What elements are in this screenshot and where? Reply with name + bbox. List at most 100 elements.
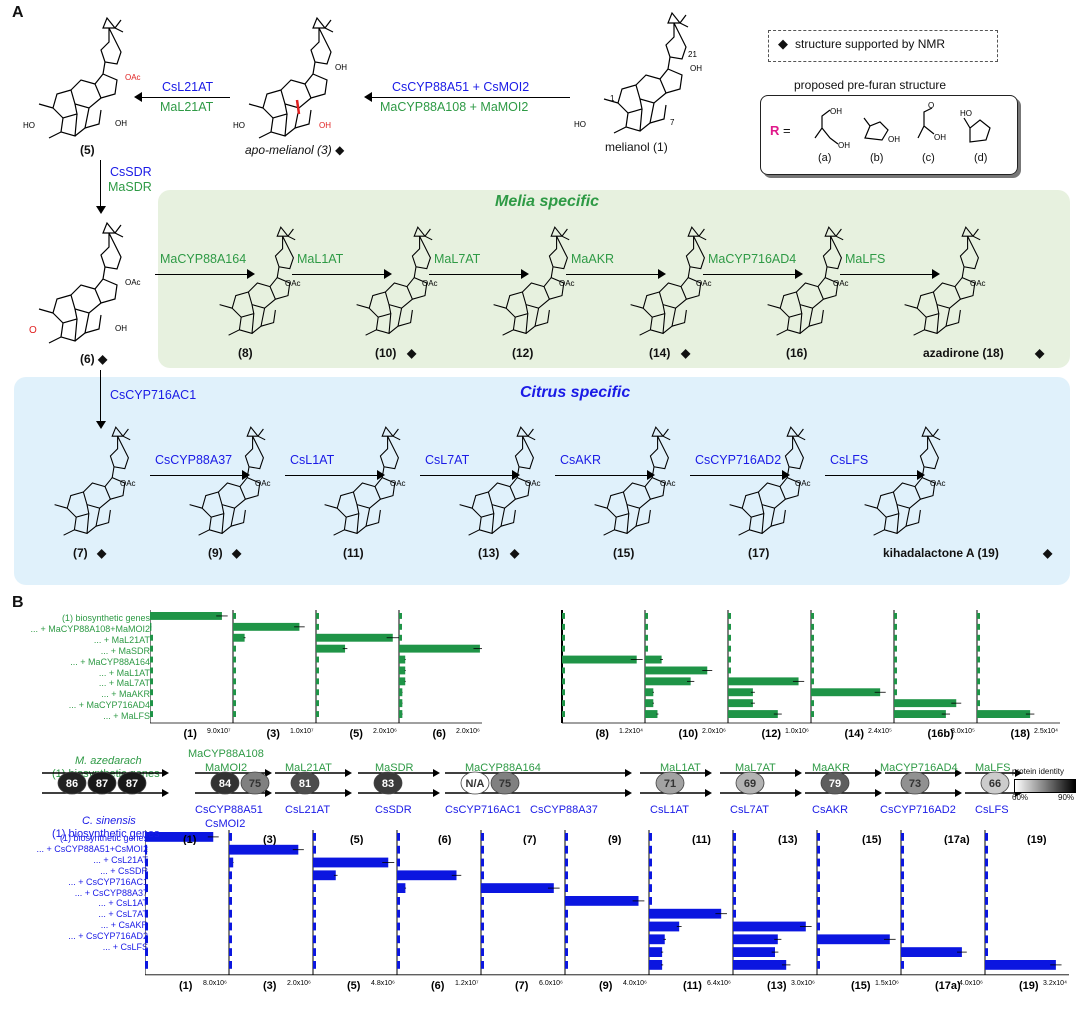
identity-circle-13 [980,771,1010,795]
svg-text:OAc: OAc [285,279,301,288]
citrus-axis-label-8: (15) [851,980,871,992]
citrus-panel-5: (9)4.0x10⁶ [564,830,649,992]
melia-axis-label-3: (6) [433,728,447,740]
citrus-bar-10-5 [985,897,988,905]
mid-compound-1: (3) [263,834,277,845]
citrus-bar-5-9 [565,948,568,956]
arrow-5-to-6 [100,160,101,210]
citrus-molecule-5: OAc [729,426,811,536]
identity-value-9: 71 [664,778,676,790]
arrow-6-to-7 [100,370,101,425]
melia-bar-4-4 [562,655,637,664]
melia-bar-1-1 [233,622,300,631]
melia-arrowhead-4 [795,269,803,279]
svg-text:OH: OH [115,324,127,333]
melia-bar-4-7 [562,689,565,696]
citrus-bar-2-5 [313,897,316,905]
citrus-molecule-1: OAc [189,426,271,536]
citrus-bar-9-3 [901,871,904,880]
identity-value-8: 75 [499,778,511,790]
identity-value-3: 84 [219,778,232,790]
citrus-gene-row-5: ... + CsCYP88A37 [74,887,148,898]
citrus-bar-4-2 [481,858,484,867]
melia-bar-6-7 [728,688,753,697]
melia-enzyme-0: MaCYP88A164 [160,252,247,266]
melia-bar-7-9 [811,711,814,717]
legend-option-a: (a) [818,152,832,164]
citrus-compound-diamond-1: ◆ [232,546,242,560]
citrus-axis-label-0: (1) [179,980,193,992]
melia-axis-label-0: (1) [184,728,198,740]
citrus-compound-diamond-6: ◆ [1043,546,1053,560]
mid-c-label-5: CsCYP88A37 [530,804,598,816]
citrus-axis-tick-0: 8.0x10⁶ [203,980,227,987]
mid-compound-3: (6) [438,834,452,845]
svg-text:OH: OH [830,107,842,116]
citrus-gene-row-1: ... + CsCYP88A51+CsMOI2 [36,843,148,854]
melia-panel-3: (6)2.0x10⁶ [398,610,482,740]
citrus-bar-7-5 [733,897,736,905]
citrus-enzyme-4: CsCYP716AD2 [695,453,782,467]
mid-m-label-8: MaCYP716AD4 [880,762,958,774]
citrus-bar-8-8 [817,934,890,945]
identity-circle-4 [240,771,270,795]
citrus-bar-5-6 [565,909,568,918]
citrus-bar-4-6 [481,909,484,918]
citrus-bar-8-9 [817,948,820,956]
identity-value-1: 87 [96,778,108,790]
citrus-bar-7-2 [733,858,736,867]
citrus-bar-1-7 [229,922,232,931]
melia-axis-label-1: (3) [267,728,281,740]
melia-compound-label-2: (12) [512,346,534,360]
melia-compound-diamond-3: ◆ [681,346,691,360]
svg-text:O: O [928,101,934,110]
citrus-bar-1-6 [229,909,232,918]
melia-bar-7-8 [811,700,814,707]
citrus-bar-3-3 [397,870,457,881]
melia-enzyme-5: MaLFS [845,252,886,266]
melia-arrow-5 [840,274,935,275]
citrus-bar-2-6 [313,909,316,918]
citrus-bar-0-7 [145,922,148,931]
citrus-bar-5-5 [565,896,639,906]
citrus-bar-6-3 [649,871,652,880]
compound-3-diamond: ◆ [335,143,345,157]
identity-circle-2 [117,771,147,795]
melia-bar-2-1 [316,623,319,630]
citrus-bar-2-0 [313,833,316,841]
citrus-region [14,377,1070,585]
citrus-bar-8-3 [817,871,820,880]
melia-bar-0-0 [150,612,222,620]
svg-text:OAc: OAc [833,279,849,288]
citrus-compound-label-1: (9) [208,546,223,560]
compound-6-label: (6) ◆ [80,352,107,366]
c-sinensis-species: C. sinensis [82,815,136,827]
melia-bar-5-8 [645,699,654,708]
svg-text:OAc: OAc [125,278,141,287]
mid-compound-6: (11) [692,834,711,845]
citrus-arrowhead-2 [512,470,520,480]
melia-bar-5-0 [645,613,648,619]
citrus-bar-1-2 [229,857,234,868]
melia-axis-label-5: (10) [679,728,699,740]
citrus-bar-7-6 [733,909,736,918]
citrus-axis-label-10: (19) [1019,980,1039,992]
citrus-gene-row-2: ... + CsL21AT [93,854,148,865]
melia-compound-label-4: (16) [786,346,808,360]
melia-bar-7-3 [811,645,814,652]
citrus-bar-9-6 [901,909,904,918]
melia-gene-row-9: ... + MaLFS [103,711,150,722]
citrus-bar-6-4 [649,884,652,892]
compound-6-diamond: ◆ [98,352,108,366]
svg-text:OAc: OAc [559,279,575,288]
citrus-arrow-5 [825,475,920,476]
citrus-bar-4-7 [481,922,484,931]
citrus-axis-tick-5: 4.0x10⁶ [623,980,647,987]
citrus-bar-7-3 [733,871,736,880]
citrus-arrowhead-0 [242,470,250,480]
melia-bar-1-2 [233,633,245,642]
melia-bar-4-8 [562,700,565,707]
mid-compound-9: (17a) [944,834,970,845]
citrus-bar-6-10 [649,960,663,970]
prefuran-structures: OH OH OH O OH HO [814,101,991,150]
